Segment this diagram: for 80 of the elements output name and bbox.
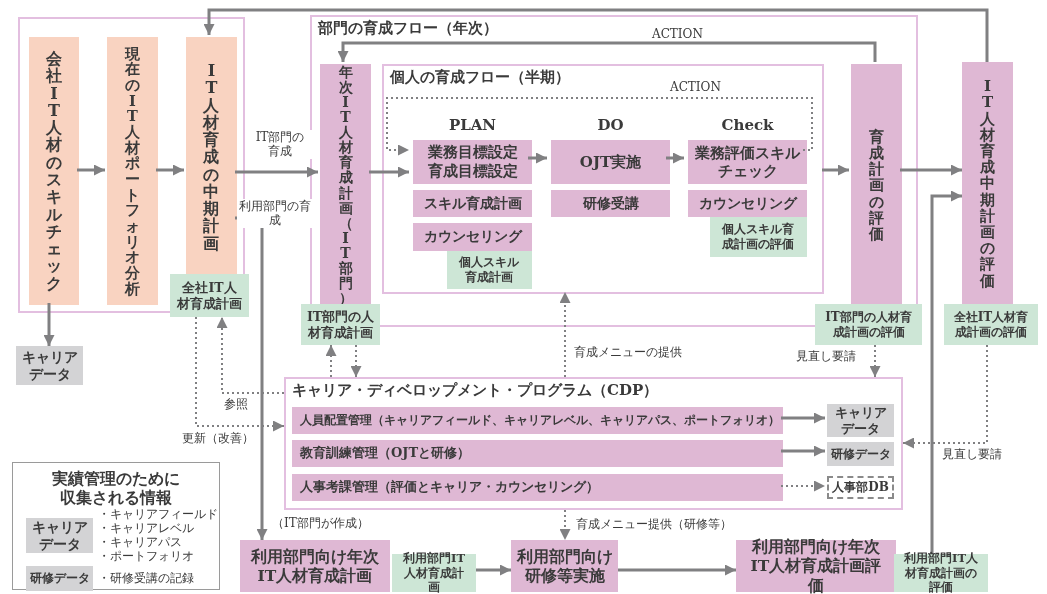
arrow [216, 316, 285, 394]
output-note: 全社IT人材育成計画 [170, 274, 249, 317]
side-note: ・キャリアレベル [98, 521, 194, 536]
process-box: 研修受講 [551, 190, 670, 217]
frame-heading: 個人の育成フロー（半期） [390, 68, 570, 87]
process-box: 利用部門向け年次IT人材育成計画 [240, 540, 390, 592]
output-note: 全社IT人材育成計画の評価 [944, 304, 1038, 345]
process-box: OJT実施 [551, 140, 670, 184]
process-box: 育成計画の評価 [851, 64, 902, 307]
group-frame [382, 64, 824, 294]
column-heading: DO [596, 116, 625, 134]
arrow [869, 344, 881, 378]
arrow [618, 564, 736, 576]
process-box: 会社IT人材のスキルチェック [29, 37, 79, 305]
arrow [386, 97, 813, 156]
process-box: 業務目標設定育成目標設定 [413, 140, 532, 184]
data-box: キャリアデータ [827, 404, 894, 437]
side-note: ・キャリアフィールド [98, 507, 218, 522]
column-heading: PLAN [447, 116, 498, 134]
arrow [235, 216, 268, 540]
column-heading: Check [720, 116, 775, 134]
process-box: カウンセリング [413, 223, 532, 251]
data-box: 人事部DB [827, 476, 894, 499]
arrow [43, 303, 55, 346]
arrow [902, 344, 988, 449]
process-box: スキル育成計画 [413, 190, 532, 217]
edge-label: 利用部門の育成 [237, 199, 313, 228]
arrow [528, 152, 547, 164]
edge-label: 参照 [222, 397, 250, 412]
arrow [666, 152, 684, 164]
side-note: ・ポートフォリオ [98, 549, 194, 564]
arrow [930, 190, 962, 554]
arrow [325, 344, 337, 378]
arrow [235, 166, 318, 178]
side-note: ・キャリアパス [98, 535, 182, 550]
arrow [781, 412, 825, 424]
process-row: 人員配置管理（キャリアフィールド、キャリアレベル、キャリアパス、ポートフォリオ） [292, 407, 783, 434]
data-box: 研修データ [827, 442, 894, 466]
process-box: IT人材育成中期計画の評価 [962, 62, 1013, 305]
data-box: キャリアデータ [26, 518, 93, 553]
edge-label: 見直し要請 [794, 349, 858, 364]
arrow [195, 316, 285, 432]
output-note: IT部門の人材育成計画 [301, 304, 380, 345]
process-box: カウンセリング [688, 190, 807, 217]
process-row: 人事考課管理（評価とキャリア・カウンセリング） [292, 474, 783, 501]
arrow [77, 164, 105, 176]
output-note: IT部門の人材育成計画の評価 [815, 304, 922, 345]
arrow [559, 291, 571, 378]
arrow [156, 164, 184, 176]
arrow [369, 166, 409, 178]
process-box: 利用部門向け研修等実施 [511, 540, 618, 592]
process-box: 現在のIT人材ポートフォリオ分析 [107, 37, 158, 305]
arrow [780, 480, 826, 492]
arrow [337, 41, 877, 62]
side-note: （IT部門が作成） [272, 515, 369, 532]
arrow [476, 564, 511, 576]
edge-label: 見直し要請 [940, 447, 1004, 462]
data-box: 研修データ [26, 566, 93, 591]
group-frame [284, 377, 903, 510]
process-box: 利用部門向け年次IT人材育成計画評価 [736, 540, 896, 592]
arrow [350, 344, 362, 378]
data-box: キャリアデータ [16, 346, 83, 385]
output-note: 個人スキル育成計画 [447, 251, 532, 289]
legend-box [12, 462, 220, 590]
arrow [822, 164, 849, 176]
output-note: 利用部門IT人材育成計画の評価 [894, 554, 988, 592]
frame-heading: 部門の育成フロー（年次） [318, 19, 498, 38]
arrow [203, 8, 989, 62]
frame-heading: キャリア・ディベロップメント・プログラム（CDP） [292, 381, 659, 400]
arrow [900, 164, 962, 176]
output-note: 利用部門IT人材育成計画 [392, 554, 476, 592]
frame-heading: 実績管理のために収集される情報 [51, 469, 181, 508]
process-row: 教育訓練管理（OJTと研修） [292, 440, 783, 467]
edge-label: 育成メニューの提供 [572, 345, 684, 360]
arrow [781, 445, 825, 457]
process-box: IT人材育成の中期計画 [186, 37, 237, 277]
side-note: ・研修受講の記録 [98, 571, 194, 586]
arrow [559, 509, 571, 541]
process-box: 業務評価スキルチェック [688, 140, 807, 184]
output-note: 個人スキル育成計画の評価 [710, 217, 807, 257]
